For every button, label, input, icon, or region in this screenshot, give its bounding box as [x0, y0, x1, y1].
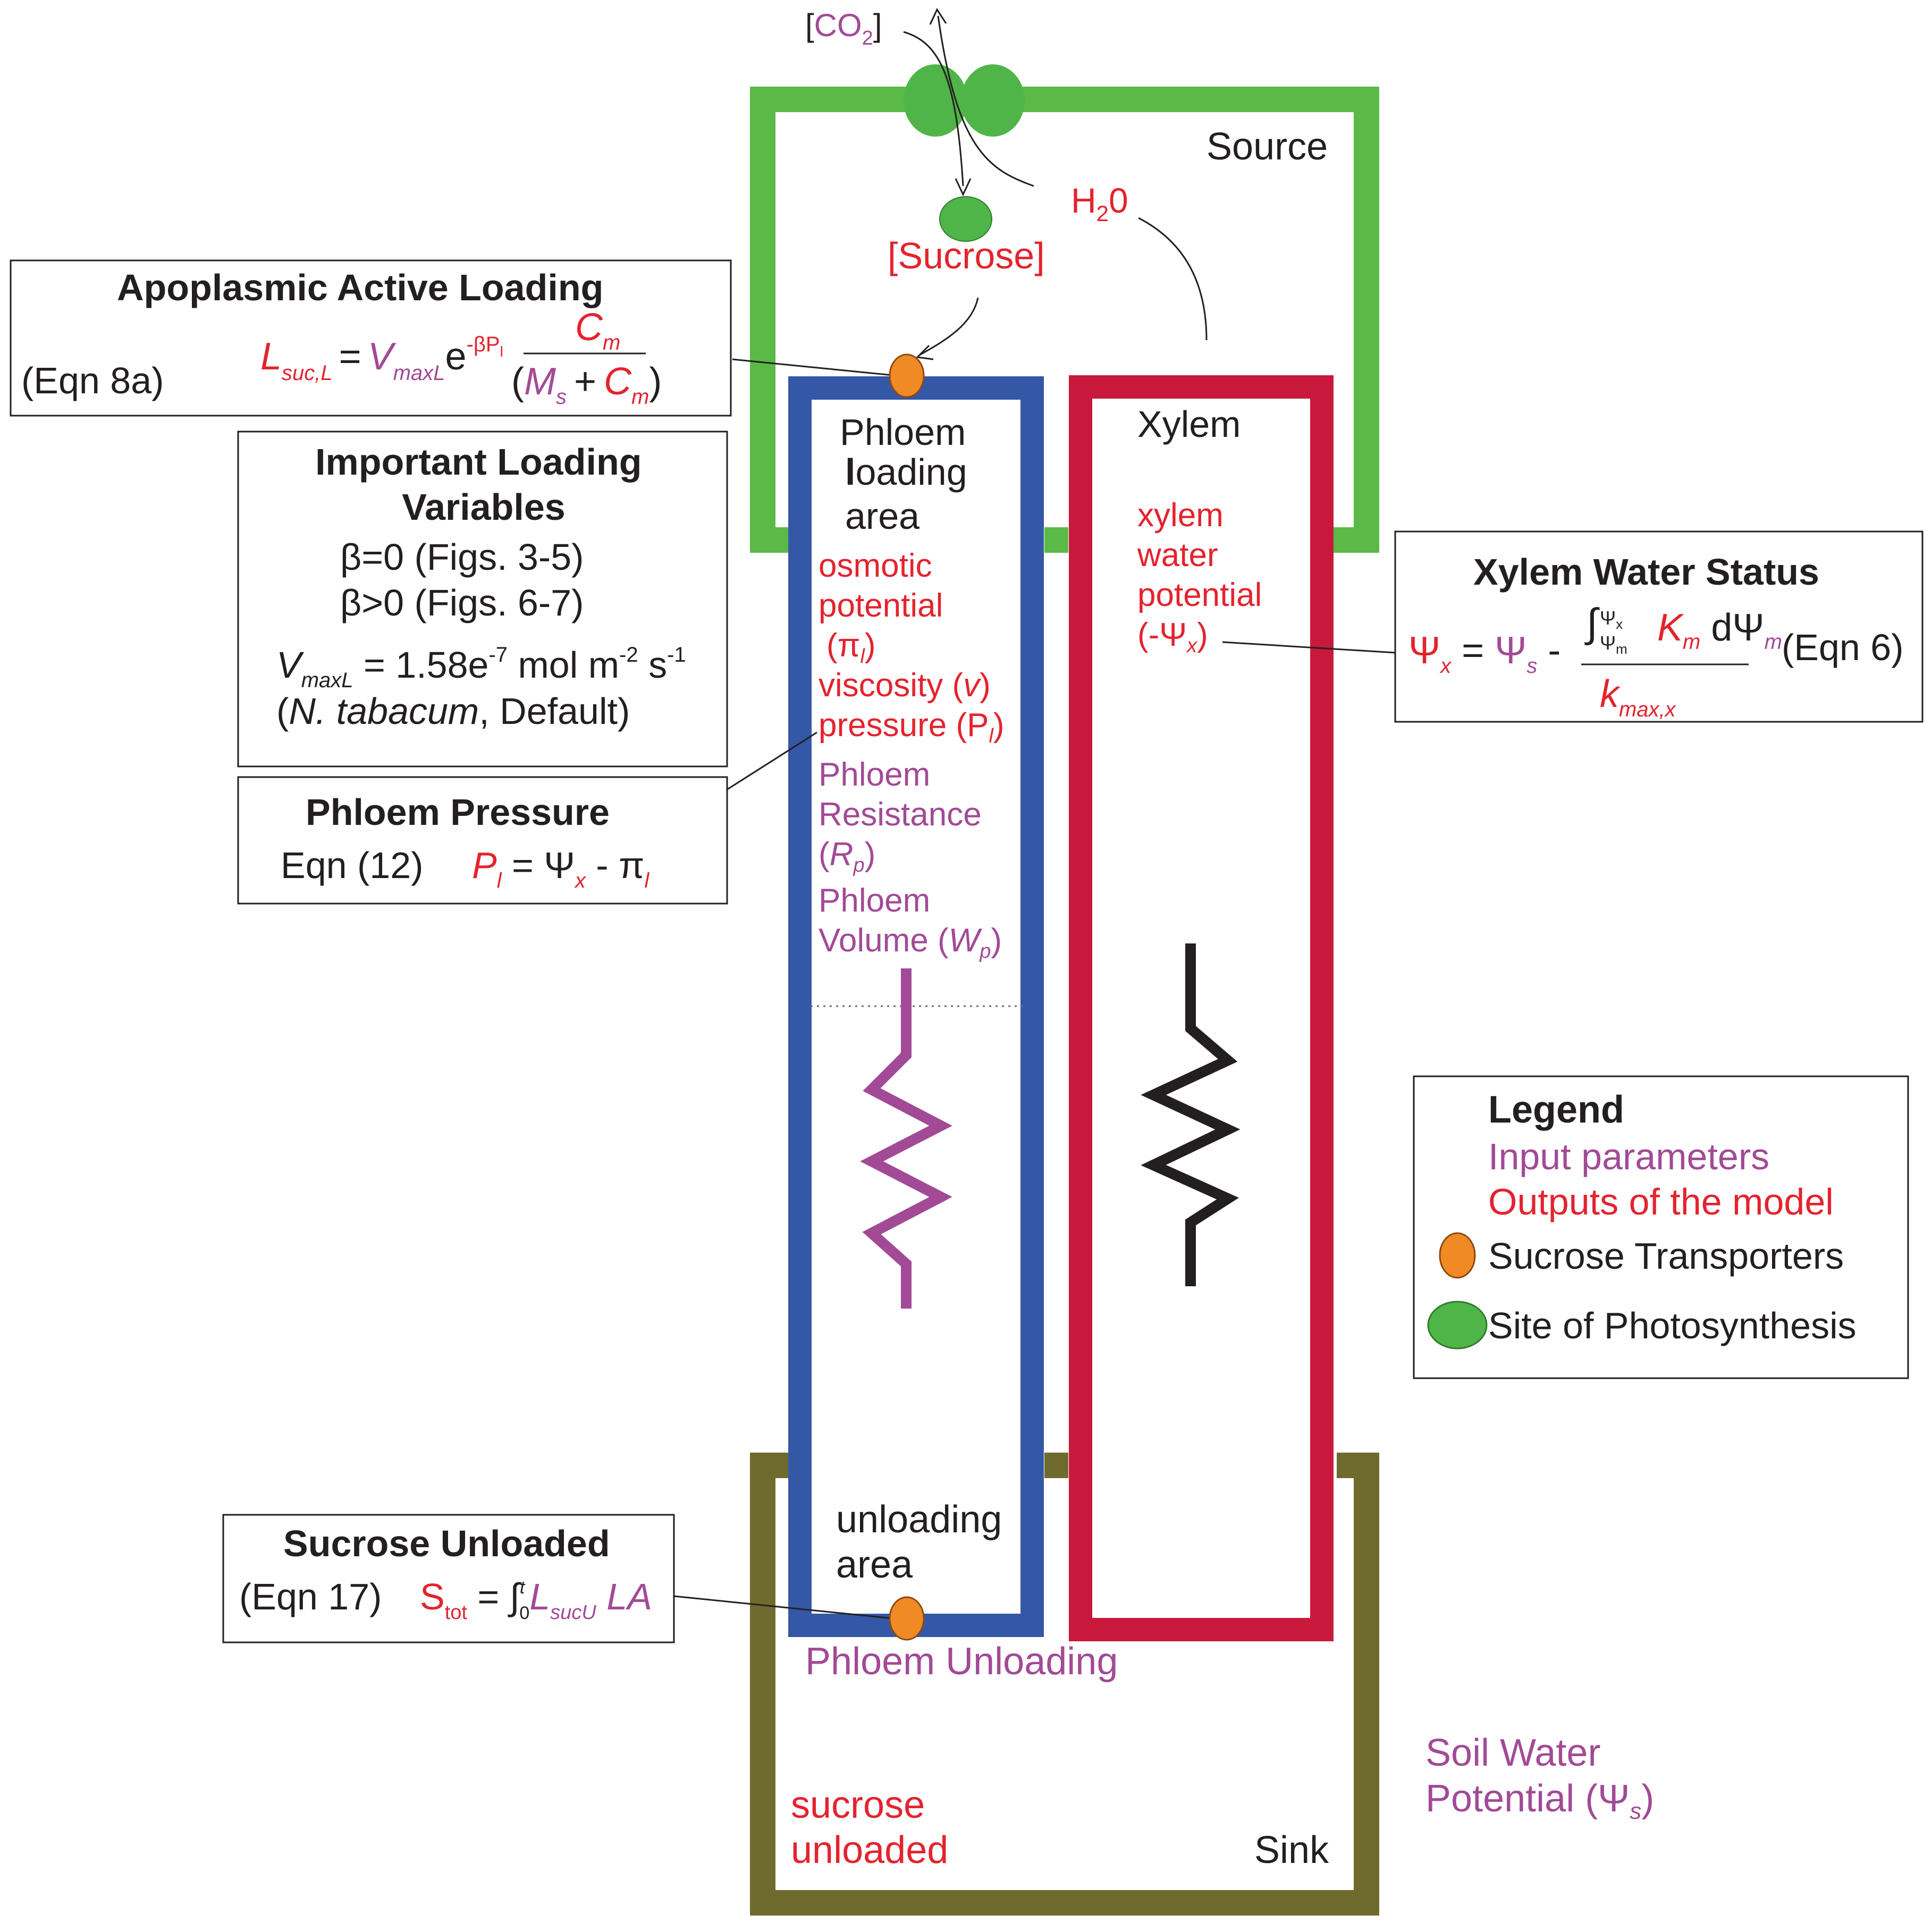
apoplasmic-title: Apoplasmic Active Loading — [117, 267, 603, 308]
legend-photosynthesis: Site of Photosynthesis — [1488, 1305, 1857, 1346]
h2o-out-arrow — [937, 15, 1034, 187]
xylem-title: Xylem — [1137, 403, 1241, 445]
vmax-value-line: VmaxL = 1.58e-7 mol m-2 s-1 — [276, 643, 686, 692]
xylem-status-lhs: Ψx = Ψs - — [1408, 629, 1560, 678]
xylem-status-denominator: kmax,x — [1600, 673, 1677, 721]
phloem-loading-title: Phloem loading area — [840, 411, 977, 537]
source-label: Source — [1207, 125, 1328, 168]
phloem-resistor-icon — [860, 968, 952, 1309]
sink-compartment — [750, 1453, 1379, 1916]
co2-label: [CO2] — [805, 7, 882, 49]
xylem-status-callout-line — [1222, 641, 1396, 654]
xylem-status-lower-limit: Ψm — [1600, 632, 1627, 657]
xylem-status-eqn-ref: (Eqn 6) — [1782, 627, 1904, 668]
loading-variables-box: Important Loading Variables β=0 (Figs. 3… — [237, 431, 728, 767]
phloem-pressure-equation: Pl = Ψx - πl — [472, 845, 649, 892]
apoplasmic-denominator: (Ms+Cm) — [511, 360, 662, 409]
species-line: (N. tabacum, Default) — [276, 690, 630, 732]
apoplasmic-loading-box: Apoplasmic Active Loading (Eqn 8a) Lsuc,… — [10, 259, 732, 417]
unloaded-callout-line — [673, 1595, 893, 1620]
legend-box: Legend Input parameters Outputs of the m… — [1413, 1075, 1909, 1379]
h2o-label: H20 — [1071, 181, 1128, 226]
sucrose-arrowhead-icon — [915, 344, 934, 360]
xylem-status-upper-limit: Ψx — [1600, 607, 1623, 632]
xylem-water-potential-label: xylem water potential (-Ψx) — [1137, 497, 1271, 657]
phloem-pressure-box: Phloem Pressure Eqn (12) Pl = Ψx - πl — [237, 776, 728, 905]
apoplasmic-eqn-ref: (Eqn 8a) — [21, 360, 164, 401]
unloading-transporter-icon — [889, 1596, 925, 1641]
photosynthesis-site-icon — [939, 196, 992, 242]
xylem-status-integral: ∫ — [1584, 601, 1600, 646]
xylem-status-title: Xylem Water Status — [1473, 551, 1819, 593]
sink-label: Sink — [1254, 1829, 1329, 1871]
phloem-pressure-eqn-ref: Eqn (12) — [281, 845, 423, 886]
apoplasmic-callout-line — [732, 358, 893, 376]
xylem-column — [1069, 375, 1334, 1641]
phloem-resistance-label: Phloem Resistance (Rp) — [819, 756, 991, 876]
legend-inputs: Input parameters — [1488, 1136, 1769, 1177]
xylem-resistor-icon — [1141, 943, 1241, 1286]
legend-title: Legend — [1488, 1089, 1624, 1131]
soil-water-potential-label: Soil Water Potential (Ψs) — [1425, 1732, 1654, 1824]
unloading-area-label: unloading area — [836, 1498, 1013, 1586]
phloem-pressure-title: Phloem Pressure — [306, 791, 610, 833]
co2-flow-arrow — [903, 31, 964, 187]
guard-cell-right-icon — [961, 64, 1025, 137]
apoplasmic-equation-lhs: Lsuc,L=VmaxLe-βPl — [260, 333, 503, 385]
legend-photosynthesis-icon — [1427, 1301, 1488, 1350]
loading-transporter-icon — [889, 353, 925, 398]
sucrose-unloaded-eqn-ref: (Eqn 17) — [239, 1576, 382, 1617]
phloem-unloading-label: Phloem Unloading — [805, 1640, 1118, 1683]
viscosity-label: viscosity (v) — [819, 667, 991, 704]
beta-zero-line: β=0 (Figs. 3-5) — [340, 536, 584, 578]
xylem-water-status-box: Xylem Water Status Ψx = Ψs - ∫ Ψx Ψm Km … — [1394, 530, 1923, 723]
xylem-status-numerator: Km dΨm — [1657, 606, 1782, 654]
phloem-volume-label: Phloem Volume (Wp) — [819, 882, 1002, 963]
loading-variables-title: Important Loading Variables — [315, 441, 652, 528]
h2o-xylem-curve — [1138, 217, 1208, 341]
legend-transporter-icon — [1439, 1232, 1476, 1279]
beta-positive-line: β>0 (Figs. 6-7) — [340, 582, 584, 623]
sucrose-unloaded-title: Sucrose Unloaded — [283, 1523, 610, 1564]
sucrose-concentration-label: [Sucrose] — [888, 235, 1045, 276]
co2-arrowhead-icon — [955, 178, 972, 197]
legend-outputs: Outputs of the model — [1488, 1181, 1834, 1222]
osmotic-potential-label: osmotic potential (πl) — [819, 547, 952, 668]
pressure-callout-line — [726, 731, 817, 791]
sucrose-unloaded-label: sucrose unloaded — [791, 1784, 948, 1871]
legend-transporters: Sucrose Transporters — [1488, 1235, 1844, 1277]
h2o-out-arrowhead-icon — [929, 7, 947, 25]
sucrose-to-transporter-arrow — [919, 297, 979, 356]
apoplasmic-numerator: Cm — [575, 306, 620, 355]
phloem-pressure-label: pressure (Pl) — [819, 707, 1005, 747]
